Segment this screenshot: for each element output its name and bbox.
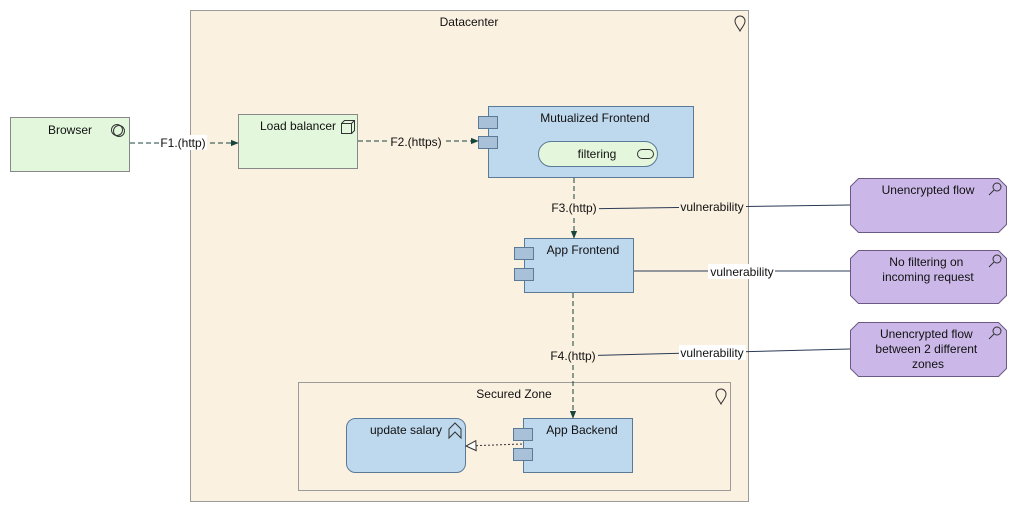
app-frontend-component[interactable]: App Frontend [514, 238, 634, 293]
datacenter-label: Datacenter [440, 15, 499, 29]
vuln-label-bg [679, 199, 746, 214]
vulnerability-label: vulnerability [680, 346, 743, 360]
function-chevron-icon [448, 422, 462, 440]
flow-f4-label-group: F4.(http) [548, 348, 598, 363]
vulnerability-label: vulnerability [710, 265, 773, 279]
magnifier-icon [988, 326, 1002, 340]
flow-f1-label: F1.(http) [160, 136, 205, 150]
vuln-label-bg [679, 345, 746, 360]
component-icon [514, 247, 534, 260]
magnifier-icon [988, 182, 1002, 196]
flow-f3-label-group: F3.(http) [549, 200, 599, 215]
flow-f2-label: F2.(https) [390, 135, 441, 149]
assessment-unencrypted-between-zones[interactable]: Unencrypted flow between 2 different zon… [850, 322, 1007, 377]
component-icon [514, 268, 534, 281]
flow-label-bg [389, 134, 443, 149]
vulnerability-association-1[interactable]: vulnerability [573, 199, 851, 214]
app-backend-component[interactable]: App Backend [513, 418, 633, 473]
browser-label: Browser [48, 123, 92, 137]
flow-label-bg [159, 135, 207, 150]
component-icon [478, 116, 498, 129]
realization-backend-to-function[interactable] [466, 444, 523, 446]
vulnerability-association-2[interactable]: vulnerability [634, 264, 850, 279]
app-backend-label: App Backend [546, 423, 617, 437]
update-salary-function[interactable]: update salary [346, 418, 466, 473]
load-balancer-node[interactable]: Load balancer [238, 114, 358, 169]
service-pill-icon [637, 149, 654, 159]
node-cube-icon [341, 120, 355, 134]
assessment-unencrypted-flow[interactable]: Unencrypted flow [850, 178, 1007, 233]
component-icon [478, 136, 498, 149]
flow-f2[interactable]: F2.(https) [358, 134, 479, 149]
flow-f1[interactable]: F1.(http) [130, 135, 239, 150]
update-salary-label: update salary [370, 423, 442, 437]
filtering-label: filtering [578, 147, 617, 161]
vulnerability-association-3[interactable]: vulnerability [572, 345, 851, 360]
assessment-text: Unencrypted flow [882, 183, 975, 197]
location-pin-icon [715, 388, 727, 406]
interface-circle-icon [111, 124, 125, 137]
browser-node[interactable]: Browser [10, 117, 130, 172]
assessment-no-filtering[interactable]: No filtering on incoming request [850, 250, 1007, 304]
component-icon [513, 428, 533, 441]
vulnerability-label: vulnerability [680, 200, 743, 214]
assessment-text: Unencrypted flow between 2 different zon… [875, 327, 980, 371]
flow-f3-label: F3.(http) [551, 201, 596, 215]
filtering-service[interactable]: filtering [538, 141, 658, 167]
component-icon [513, 448, 533, 461]
secured-zone-label: Secured Zone [476, 387, 552, 401]
flow-f4-label: F4.(http) [550, 349, 595, 363]
location-pin-icon [734, 15, 746, 33]
magnifier-icon [988, 254, 1002, 268]
app-frontend-label: App Frontend [547, 243, 620, 257]
mutualized-frontend-label: Mutualized Frontend [540, 111, 649, 125]
flow-label-bg [548, 348, 598, 363]
assessment-text: No filtering on incoming request [882, 255, 974, 284]
load-balancer-label: Load balancer [260, 119, 336, 133]
vuln-label-bg [708, 264, 775, 279]
flow-label-bg [549, 200, 599, 215]
